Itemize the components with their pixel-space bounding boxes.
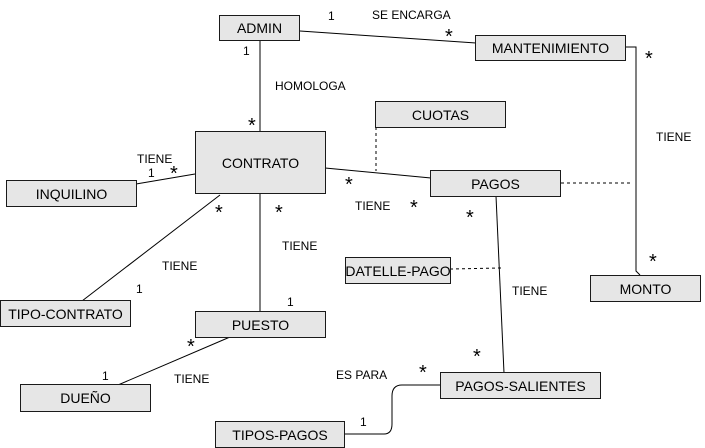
dashed-datelle-pago	[449, 267, 502, 270]
line-admin-mantenimiento	[299, 30, 477, 44]
entity-inquilino[interactable]: INQUILINO	[6, 180, 137, 207]
cardinality-one: 1	[328, 9, 335, 23]
cardinality-many: *	[187, 336, 195, 358]
cardinality-many: *	[275, 202, 283, 224]
entity-admin[interactable]: ADMIN	[219, 15, 300, 41]
rel-label-tiene-tipo-contrato: TIENE	[162, 259, 198, 273]
rel-label-tiene-inquilino: TIENE	[137, 152, 173, 166]
cardinality-many: *	[645, 48, 653, 70]
line-mantenimiento-monto	[625, 46, 641, 276]
cardinality-one: 1	[102, 369, 109, 383]
rel-label-tiene-monto: TIENE	[656, 130, 692, 144]
entity-datelle-pago[interactable]: DATELLE-PAGO	[345, 257, 451, 284]
cardinality-one: 1	[243, 44, 250, 58]
line-pagos-pagos-salientes	[495, 195, 505, 374]
entity-monto[interactable]: MONTO	[590, 275, 701, 302]
rel-label-tiene-puesto: TIENE	[282, 239, 318, 253]
cardinality-many: *	[466, 207, 474, 229]
cardinality-many: *	[170, 163, 178, 185]
entity-pagos-salientes[interactable]: PAGOS-SALIENTES	[440, 372, 601, 399]
entity-cuotas[interactable]: CUOTAS	[375, 101, 506, 128]
cardinality-one: 1	[136, 282, 143, 296]
cardinality-one: 1	[287, 295, 294, 309]
rel-label-tiene-pagos-salientes: TIENE	[512, 284, 548, 298]
entity-puesto[interactable]: PUESTO	[195, 311, 326, 338]
entity-dueno[interactable]: DUEÑO	[20, 384, 151, 412]
line-tipos-pagos-pagos-salientes	[344, 384, 441, 435]
cardinality-many: *	[419, 362, 427, 384]
rel-label-tiene-dueno: TIENE	[174, 372, 210, 386]
cardinality-many: *	[445, 26, 453, 48]
line-inquilino-contrato	[135, 173, 196, 185]
entity-tipo-contrato[interactable]: TIPO-CONTRATO	[0, 300, 131, 327]
cardinality-many: *	[649, 251, 657, 273]
rel-label-homologa: HOMOLOGA	[275, 79, 346, 93]
cardinality-many: *	[248, 115, 256, 137]
line-contrato-pagos	[324, 167, 432, 179]
line-contrato-tipo-contrato	[81, 194, 221, 302]
cardinality-many: *	[215, 202, 223, 224]
entity-tipos-pagos[interactable]: TIPOS-PAGOS	[215, 421, 345, 448]
cardinality-many: *	[473, 346, 481, 368]
rel-label-se-encarga: SE ENCARGA	[372, 8, 451, 22]
entity-mantenimiento[interactable]: MANTENIMIENTO	[475, 35, 626, 61]
cardinality-many: *	[410, 197, 418, 219]
cardinality-one: 1	[360, 415, 367, 429]
entity-contrato[interactable]: CONTRATO	[195, 131, 326, 194]
rel-label-tiene-pagos: TIENE	[355, 199, 391, 213]
cardinality-many: *	[345, 174, 353, 196]
line-puesto-dueno	[117, 336, 231, 386]
entity-pagos[interactable]: PAGOS	[430, 170, 561, 197]
rel-label-es-para: ES PARA	[336, 368, 388, 382]
cardinality-one: 1	[148, 166, 155, 180]
